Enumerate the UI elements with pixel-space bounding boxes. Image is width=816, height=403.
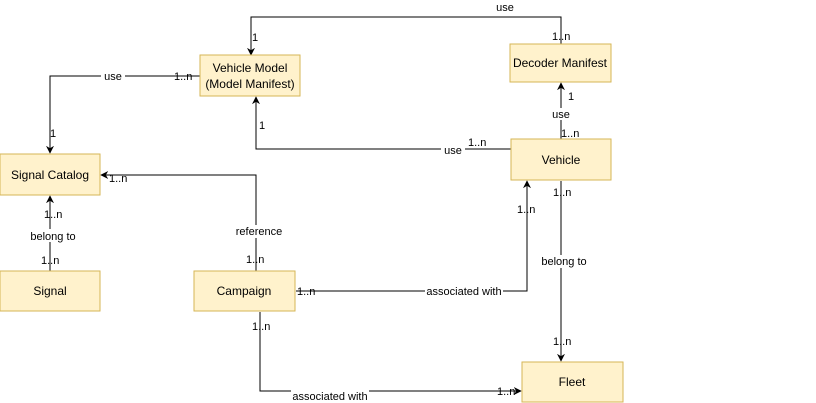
src-multiplicity: 1..n: [174, 71, 192, 83]
dst-multiplicity: 1: [568, 91, 574, 103]
edge-label-bg: [549, 108, 573, 120]
entity-box[interactable]: [193, 270, 296, 312]
src-multiplicity: 1..n: [552, 31, 570, 43]
edge-line[interactable]: [259, 312, 522, 395]
dst-multiplicity: 1: [50, 128, 56, 140]
entity-label: Signal: [33, 284, 66, 298]
src-multiplicity: 1..n: [297, 286, 315, 298]
entity-label-line2: (Model Manifest): [205, 77, 294, 91]
edge-label: use: [444, 145, 462, 157]
entity-box[interactable]: [510, 138, 612, 181]
edge-label-bg: [28, 229, 76, 242]
entity-label: Decoder Manifest: [513, 56, 608, 70]
edge-label-bg: [441, 145, 465, 157]
entity-box[interactable]: [0, 270, 101, 312]
edge-label-bg: [291, 390, 369, 403]
edge-line[interactable]: [100, 171, 257, 271]
dst-multiplicity: 1..n: [553, 336, 571, 348]
entity-box[interactable]: [509, 43, 612, 83]
dst-multiplicity: 1..n: [517, 204, 535, 216]
edge-line[interactable]: [247, 16, 562, 56]
entity-box[interactable]: [199, 54, 301, 97]
edge-campaign-to-vehicle[interactable]: associated with 1..n 1..n: [296, 180, 535, 298]
edge-line[interactable]: [252, 96, 511, 150]
edge-signal-to-catalog[interactable]: belong to 1..n 1..n: [28, 195, 76, 271]
dst-multiplicity: 1..n: [497, 386, 515, 398]
edge-campaign-to-fleet[interactable]: associated with 1..n 1..n: [252, 312, 522, 403]
src-multiplicity: 1..n: [246, 254, 264, 266]
edge-vehicle-to-decoder[interactable]: use 1..n 1: [549, 82, 579, 140]
entity-campaign[interactable]: Campaign: [193, 270, 296, 312]
entity-signal-catalog[interactable]: Signal Catalog: [0, 153, 101, 196]
edge-line[interactable]: [46, 75, 200, 154]
edge-label: associated with: [292, 391, 367, 403]
entity-label: Signal Catalog: [11, 168, 89, 182]
edge-label-bg: [492, 2, 518, 14]
edge-label: belong to: [30, 231, 75, 243]
dst-multiplicity: 1: [259, 120, 265, 132]
entity-label: Fleet: [559, 375, 586, 389]
edge-label: use: [552, 109, 570, 121]
entity-vehicle[interactable]: Vehicle: [510, 138, 612, 181]
dst-multiplicity: 1..n: [44, 209, 62, 221]
edge-label-bg: [233, 225, 285, 238]
edge-label-bg: [540, 255, 588, 268]
entity-decoder-manifest[interactable]: Decoder Manifest: [509, 43, 612, 83]
entity-label: Vehicle: [542, 153, 581, 167]
edge-label: reference: [236, 226, 282, 238]
edge-label-bg: [425, 285, 503, 298]
edge-label: use: [104, 71, 122, 83]
edge-vehicle-to-fleet[interactable]: belong to 1..n 1..n: [540, 181, 588, 362]
edge-label-bg: [101, 70, 125, 82]
src-multiplicity: 1..n: [553, 187, 571, 199]
entity-vehicle-model[interactable]: Vehicle Model (Model Manifest): [199, 54, 301, 97]
src-multiplicity: 1..n: [468, 137, 486, 149]
entity-fleet[interactable]: Fleet: [521, 361, 624, 403]
entity-signal[interactable]: Signal: [0, 270, 101, 312]
entity-label-line1: Vehicle Model: [213, 61, 288, 75]
edge-vehicle-to-model[interactable]: use 1..n 1: [252, 96, 511, 157]
edge-campaign-to-catalog[interactable]: reference 1..n 1..n: [100, 171, 285, 271]
dst-multiplicity: 1: [252, 32, 258, 44]
src-multiplicity: 1..n: [41, 255, 59, 267]
src-multiplicity: 1..n: [252, 321, 270, 333]
edge-line[interactable]: [296, 180, 531, 292]
edge-decoder-to-model[interactable]: use 1..n 1: [247, 2, 570, 56]
edge-label: use: [496, 2, 514, 14]
entity-box[interactable]: [0, 153, 101, 196]
edge-label: associated with: [426, 286, 501, 298]
entity-label: Campaign: [217, 284, 272, 298]
dst-multiplicity: 1..n: [109, 173, 127, 185]
src-multiplicity: 1..n: [561, 128, 579, 140]
edge-label: belong to: [541, 256, 586, 268]
edge-model-to-catalog[interactable]: use 1..n 1: [46, 70, 200, 154]
entity-box[interactable]: [521, 361, 624, 403]
